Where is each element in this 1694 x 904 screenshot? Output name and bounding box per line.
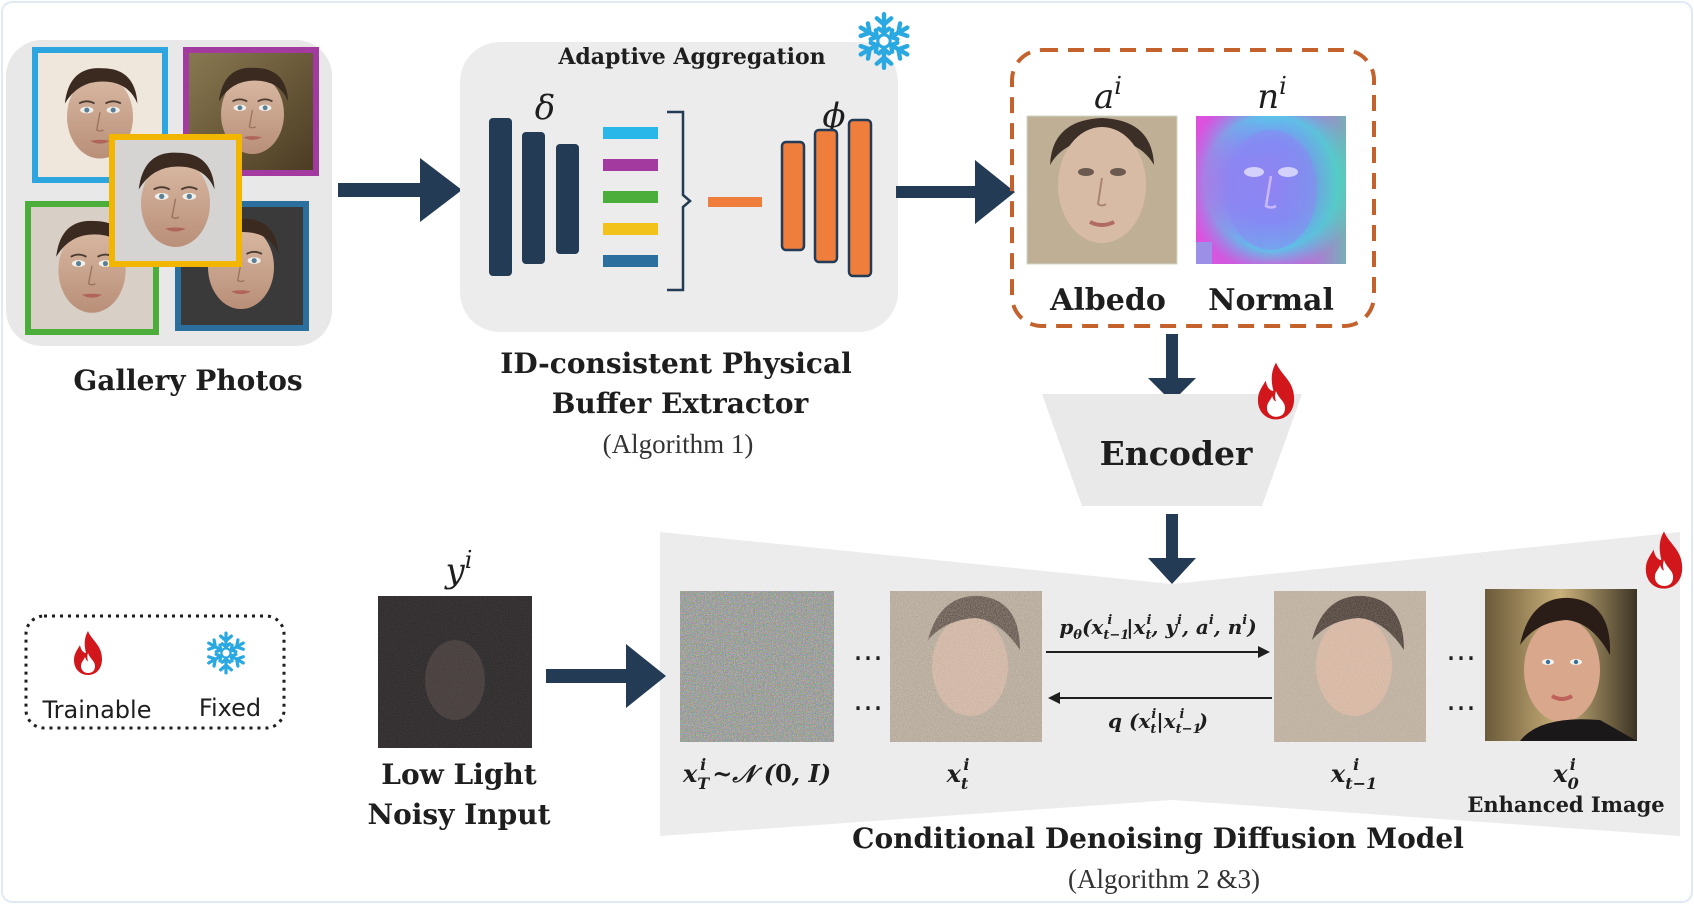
- legend-box: [24, 614, 286, 730]
- encoder-label: Encoder: [1100, 434, 1253, 473]
- ellipsis-1: …: [853, 633, 883, 668]
- encoder-group: Encoder: [1042, 362, 1302, 506]
- xt-image: [890, 591, 1042, 742]
- normal-symbol: ni: [1257, 72, 1287, 117]
- legend-fixed-label: Fixed: [199, 694, 261, 722]
- flame-icon: [74, 631, 102, 675]
- feature-bar-5: [603, 255, 658, 267]
- aggregated-feature: [708, 197, 762, 207]
- feature-bars: [603, 127, 658, 267]
- arrow-buffers-to-encoder: [1148, 334, 1196, 402]
- extractor-group: Adaptive Aggregation δ ϕ ID-consistent P…: [460, 14, 911, 459]
- albedo-label: Albedo: [1049, 283, 1166, 318]
- input-label-line2: Noisy Input: [367, 798, 550, 831]
- albedo-symbol: ai: [1094, 72, 1122, 117]
- delta-symbol: δ: [535, 88, 555, 128]
- diffusion-group: … … … … pθ(xt−1i|xti, yi, ai, ni) q (xti…: [680, 589, 1665, 894]
- phi-bar-3: [847, 118, 873, 278]
- gallery-photo-3: [109, 134, 242, 267]
- feature-bar-2: [603, 159, 658, 171]
- arrow-gallery-to-extractor: [338, 158, 462, 222]
- extractor-label-line1: ID-consistent Physical: [500, 347, 851, 380]
- feature-bar-4: [603, 223, 658, 235]
- ellipsis-4: …: [1446, 683, 1476, 718]
- legend: Trainable Fixed: [24, 614, 286, 730]
- xt-minus-1-image: [1274, 591, 1426, 742]
- phi-bar-1: [780, 140, 806, 252]
- xt-minus-1-label: xt−1i: [1330, 755, 1377, 793]
- delta-bar-3: [556, 144, 579, 254]
- normal-label: Normal: [1208, 283, 1334, 318]
- buffers-group: ai ni Albedo Normal: [1010, 48, 1376, 328]
- forward-arrow-head: [1258, 646, 1270, 658]
- diffusion-label: Conditional Denoising Diffusion Model: [852, 822, 1464, 855]
- legend-trainable-label: Trainable: [42, 696, 152, 724]
- xT-noise-image: [680, 591, 834, 742]
- arrow-input-to-diffusion: [546, 644, 666, 708]
- extractor-panel: [460, 42, 898, 332]
- feature-bar-3: [603, 191, 658, 203]
- albedo-image: [1026, 115, 1178, 265]
- ellipsis-2: …: [853, 683, 883, 718]
- forward-process-label: pθ(xt−1i|xti, yi, ai, ni): [1059, 613, 1256, 643]
- enhanced-image-label: Enhanced Image: [1467, 792, 1664, 817]
- x0-label: x0i: [1552, 755, 1578, 793]
- extractor-algorithm: (Algorithm 1): [603, 429, 754, 459]
- normal-map-image: [1196, 116, 1346, 264]
- snowflake-icon: [206, 633, 246, 673]
- noisy-input-image: [378, 596, 532, 748]
- extractor-label-line2: Buffer Extractor: [552, 387, 810, 420]
- phi-symbol: ϕ: [822, 96, 845, 136]
- gallery-label: Gallery Photos: [73, 364, 302, 397]
- gallery-group: Gallery Photos: [6, 40, 332, 397]
- phi-bar-2: [813, 128, 839, 264]
- feature-bracket: [667, 110, 692, 292]
- ellipsis-3: …: [1446, 633, 1476, 668]
- input-label-line1: Low Light: [381, 758, 536, 791]
- input-symbol: yi: [444, 546, 473, 591]
- buffers-dashed-box: [1010, 48, 1376, 328]
- delta-bar-2: [522, 132, 545, 264]
- feature-bar-1: [603, 127, 658, 139]
- xT-label: xTi~𝒩 (0, I): [682, 755, 831, 793]
- x0-enhanced-image: [1485, 589, 1637, 741]
- delta-bar-1: [489, 118, 512, 276]
- reverse-arrow-head: [1048, 692, 1060, 704]
- input-group: yi Low Light Noisy Input: [367, 546, 550, 831]
- reverse-process-label: q (xti|xt−1i): [1108, 707, 1208, 737]
- arrow-extractor-to-buffers: [896, 160, 1015, 224]
- diffusion-algorithm: (Algorithm 2 &3): [1068, 864, 1260, 894]
- arrow-encoder-to-diffusion: [1148, 514, 1196, 584]
- adaptive-aggregation-title: Adaptive Aggregation: [557, 44, 825, 70]
- flame-icon: [1257, 362, 1295, 420]
- encoder-trapezoid: [1042, 394, 1302, 506]
- xt-label: xti: [946, 755, 970, 793]
